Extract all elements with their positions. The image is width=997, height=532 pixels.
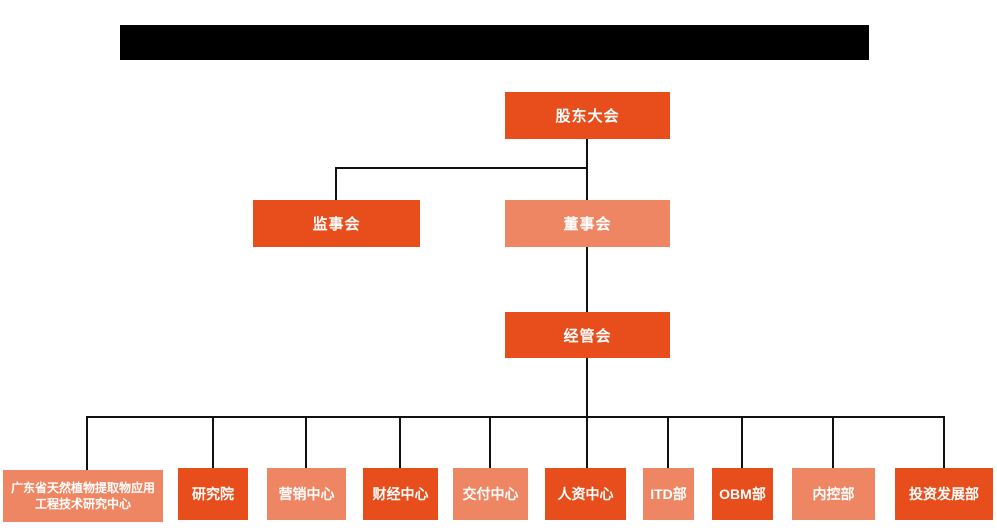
- node-dept-delivery-center: 交付中心: [453, 468, 528, 520]
- connector-drop-5: [489, 416, 491, 468]
- connector-drop-3: [305, 416, 307, 468]
- connector-to-board: [586, 167, 588, 200]
- connector-drop-6: [586, 416, 588, 468]
- connector-departments-horizontal: [86, 416, 945, 418]
- connector-to-supervisory: [335, 167, 337, 200]
- node-dept-research-institute: 研究院: [178, 468, 248, 520]
- node-dept-finance-center: 财经中心: [363, 468, 438, 520]
- node-supervisory-board: 监事会: [253, 200, 420, 247]
- node-dept-investment-development: 投资发展部: [895, 468, 993, 520]
- connector-board-to-management: [586, 247, 588, 312]
- node-dept-research-center: 广东省天然植物提取物应用工程技术研究中心: [3, 470, 163, 522]
- connector-level2-horizontal: [335, 167, 588, 169]
- node-management-committee: 经管会: [505, 312, 670, 358]
- node-dept-internal-control: 内控部: [792, 468, 875, 520]
- redacted-title-bar: [120, 25, 869, 60]
- connector-drop-9: [832, 416, 834, 468]
- node-dept-itd: ITD部: [643, 468, 694, 520]
- node-dept-marketing-center: 营销中心: [267, 468, 346, 520]
- connector-drop-7: [667, 416, 669, 468]
- node-dept-hr-center: 人资中心: [545, 468, 626, 520]
- node-shareholders-meeting: 股东大会: [505, 92, 670, 139]
- node-board-of-directors: 董事会: [505, 200, 670, 247]
- connector-root-down: [586, 139, 588, 168]
- node-dept-obm: OBM部: [712, 468, 773, 520]
- connector-drop-2: [212, 416, 214, 468]
- connector-management-down: [586, 358, 588, 418]
- connector-drop-8: [741, 416, 743, 468]
- connector-drop-10: [943, 416, 945, 468]
- connector-drop-1: [86, 416, 88, 470]
- connector-drop-4: [399, 416, 401, 468]
